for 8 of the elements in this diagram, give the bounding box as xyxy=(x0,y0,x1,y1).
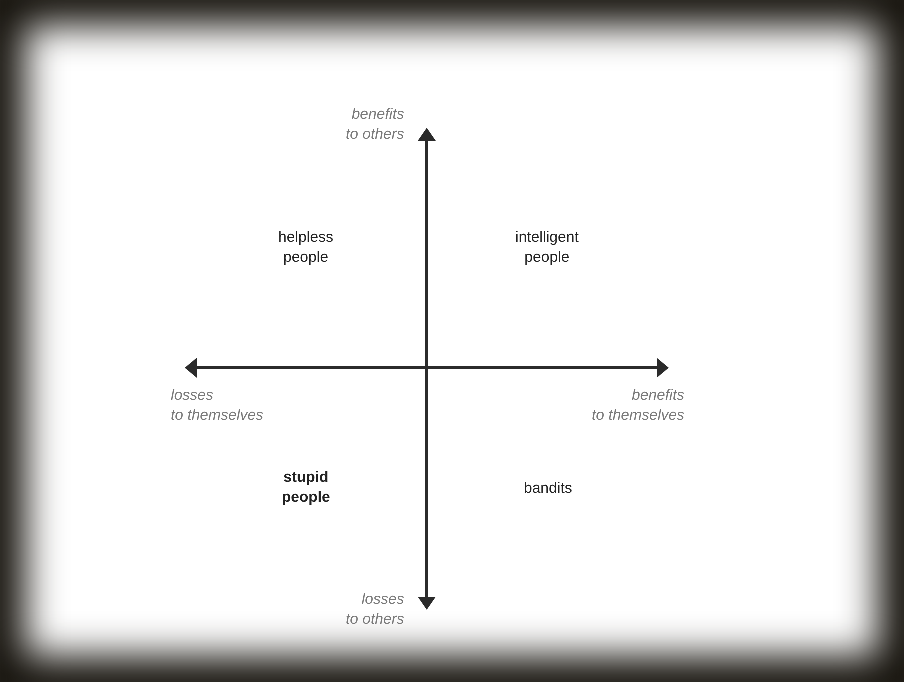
quadrant-label: intelligent people xyxy=(516,228,579,268)
quadrant-label: bandits xyxy=(524,479,572,499)
axis-label: losses to others xyxy=(346,590,404,630)
axis-label: benefits to others xyxy=(346,105,404,145)
quadrant-label: stupid people xyxy=(282,468,330,508)
axis-label: losses to themselves xyxy=(171,386,264,426)
quadrant-label: helpless people xyxy=(278,228,334,268)
axis-label: benefits to themselves xyxy=(592,386,685,426)
